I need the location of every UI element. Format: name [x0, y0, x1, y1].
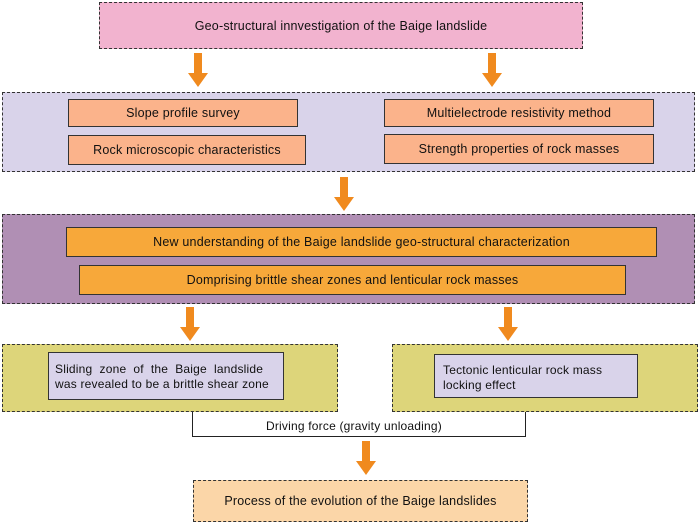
- result-left-line1: Sliding zone of the Baige landslide: [55, 362, 264, 376]
- driving-force-label: Driving force (gravity unloading): [236, 418, 472, 434]
- bottom-label: Process of the evolution of the Baige la…: [224, 494, 497, 508]
- method-box-resistivity: Multielectrode resistivity method: [384, 99, 654, 127]
- method-box-strength: Strength properties of rock masses: [384, 134, 654, 164]
- arrow-down-icon: [188, 53, 208, 87]
- result-right-line1: Tectonic lenticular rock mass: [443, 363, 603, 377]
- top-label: Geo-structural innvestigation of the Bai…: [194, 18, 488, 33]
- arrow-down-icon: [482, 53, 502, 87]
- method-label: Multielectrode resistivity method: [426, 106, 612, 120]
- bottom-box: Process of the evolution of the Baige la…: [193, 480, 528, 522]
- arrow-down-icon: [180, 307, 200, 341]
- result-left-line2: was revealed to be a brittle shear zone: [55, 377, 269, 391]
- method-label: Strength properties of rock masses: [418, 142, 620, 156]
- arrow-down-icon: [356, 441, 376, 475]
- understanding-title: New understanding of the Baige landslide…: [153, 235, 570, 249]
- connector-right: [525, 412, 526, 437]
- method-box-microscopic: Rock microscopic characteristics: [68, 135, 306, 165]
- method-box-slope-profile: Slope profile survey: [68, 99, 298, 127]
- top-box: Geo-structural innvestigation of the Bai…: [99, 2, 583, 49]
- understanding-subtitle-box: Domprising brittle shear zones and lenti…: [79, 265, 626, 295]
- method-label: Rock microscopic characteristics: [93, 143, 281, 157]
- result-box-lenticular: Tectonic lenticular rock mass locking ef…: [434, 354, 638, 398]
- understanding-subtitle: Domprising brittle shear zones and lenti…: [186, 273, 519, 287]
- result-right-line2: locking effect: [443, 378, 516, 392]
- method-label: Slope profile survey: [126, 106, 240, 120]
- connector-bottom: [192, 436, 526, 437]
- arrow-down-icon: [334, 177, 354, 211]
- result-box-sliding-zone: Sliding zone of the Baige landslide was …: [48, 352, 284, 400]
- arrow-down-icon: [498, 307, 518, 341]
- understanding-title-box: New understanding of the Baige landslide…: [66, 227, 657, 257]
- connector-left: [192, 412, 193, 437]
